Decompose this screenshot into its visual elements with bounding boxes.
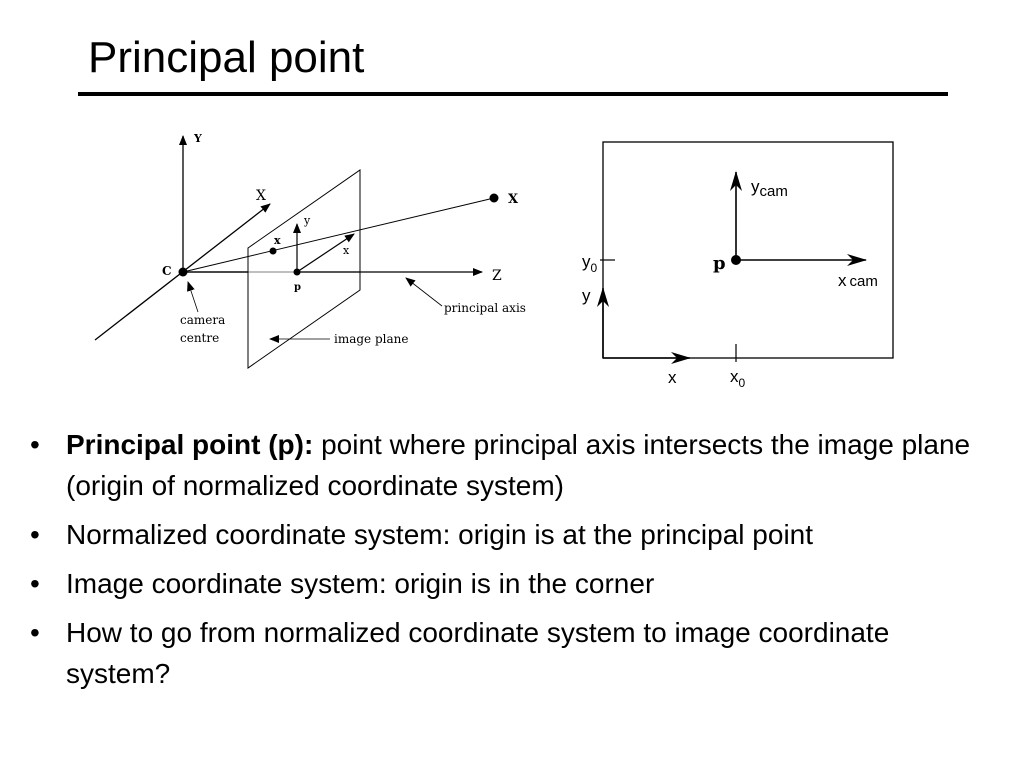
- image-y-label: y: [303, 214, 311, 227]
- title-rule: [78, 92, 948, 96]
- image-x-label: x: [343, 244, 350, 257]
- camera-centre-note-line1: camera: [180, 313, 225, 327]
- y0-label: y0: [582, 252, 598, 275]
- bullet-glyph: •: [30, 519, 40, 550]
- image-point: [269, 247, 277, 255]
- bullet-list: • Principal point (p): point where princ…: [30, 424, 1000, 702]
- bullet-2-text: Normalized coordinate system: origin is …: [66, 519, 814, 550]
- camera-centre-point: [178, 267, 188, 277]
- principal-point-p-label: p: [713, 253, 726, 274]
- camera-centre-pointer: [187, 281, 199, 313]
- camera-geometry-diagram: Y X Z C X x p y x camera centre image pl…: [94, 132, 526, 369]
- image-y-label: y: [582, 286, 591, 305]
- principal-axis-pointer: [405, 277, 443, 307]
- bullet-glyph: •: [30, 568, 40, 599]
- bullet-item-4: • How to go from normalized coordinate s…: [30, 612, 1000, 694]
- world-point-label: X: [508, 192, 519, 207]
- bullet-item-1: • Principal point (p): point where princ…: [30, 424, 1000, 506]
- camera-centre-note-line2: centre: [180, 331, 219, 345]
- world-point: [489, 193, 499, 203]
- ray-line: [182, 197, 495, 273]
- bullet-3-text: Image coordinate system: origin is in th…: [66, 568, 655, 599]
- bullet-1-text: point where principal axis intersects th…: [66, 429, 971, 501]
- camera-centre-label: C: [162, 264, 172, 278]
- x0-label: x0: [730, 367, 746, 390]
- bullet-1-bold: Principal point (p):: [66, 429, 314, 460]
- image-x-axis: [296, 233, 355, 273]
- bullet-item-3: • Image coordinate system: origin is in …: [30, 563, 1000, 604]
- bullet-item-2: • Normalized coordinate system: origin i…: [30, 514, 1000, 555]
- ycam-label: ycam: [751, 177, 788, 200]
- principal-axis-note: principal axis: [444, 301, 526, 315]
- image-frame: [602, 141, 894, 359]
- x-axis-label: X: [256, 188, 266, 204]
- image-point-label: x: [274, 234, 281, 247]
- principal-point-label: p: [294, 282, 301, 293]
- image-x-label: x: [668, 368, 677, 387]
- slide-title: Principal point: [88, 33, 365, 82]
- principal-point-p: [731, 255, 741, 265]
- image-plane-shape: [247, 169, 361, 369]
- bullet-glyph: •: [30, 617, 40, 648]
- bullet-4-text: How to go from normalized coordinate sys…: [66, 617, 890, 689]
- y-axis-label: Y: [193, 132, 202, 145]
- bullet-glyph: •: [30, 429, 40, 460]
- image-plane-note: image plane: [334, 332, 408, 346]
- z-axis-label: Z: [492, 268, 502, 284]
